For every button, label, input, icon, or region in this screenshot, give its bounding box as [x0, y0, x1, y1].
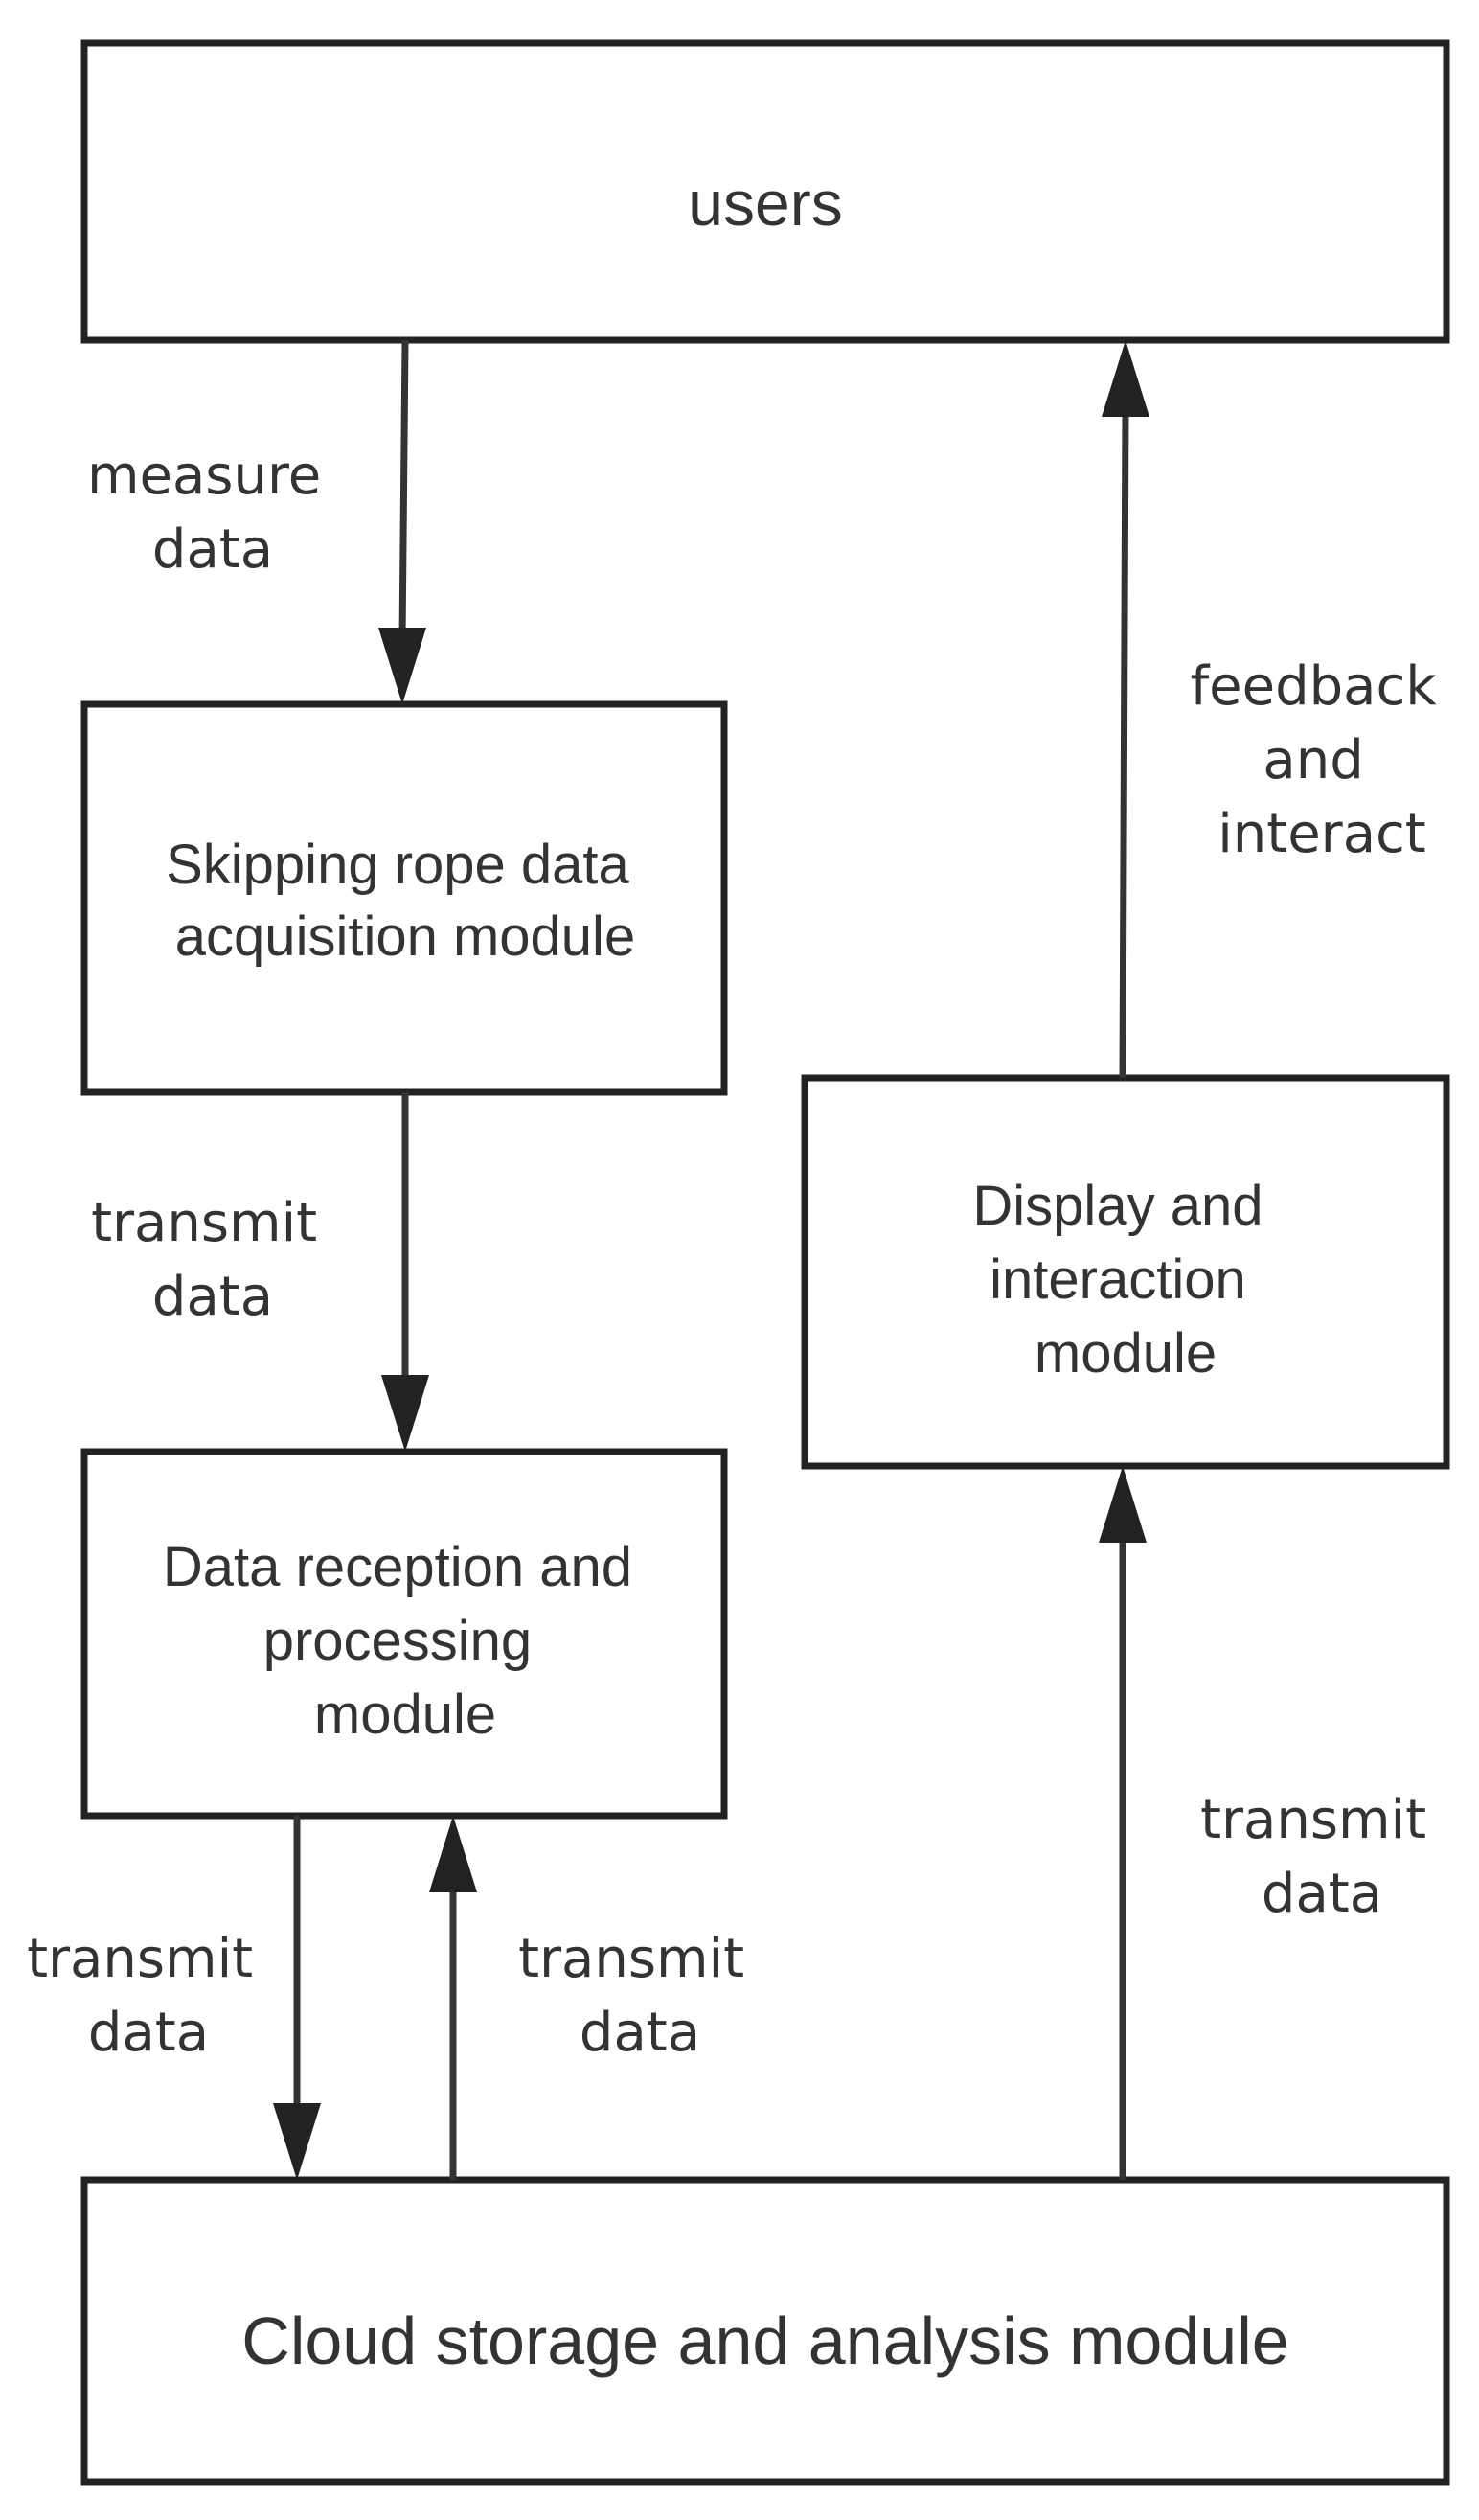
edge-cloud-to-display	[1099, 1466, 1147, 2180]
node-display: Display and interaction module	[801, 1074, 1450, 1470]
edge-acquisition-to-reception	[381, 1092, 429, 1452]
edge-cloud-to-reception	[429, 1816, 477, 2180]
edge-label-measure-data: measure data	[87, 445, 338, 581]
node-display-label: Display and interaction module	[972, 1175, 1278, 1385]
arrowhead-up-icon	[429, 1816, 477, 1892]
arrowhead-down-icon	[273, 2103, 321, 2180]
node-display-box	[801, 1074, 1450, 1470]
arrowhead-up-icon	[1102, 340, 1149, 417]
node-users-box	[80, 39, 1450, 344]
edge-label-transmit-data-1: transmit data	[91, 1192, 334, 1328]
node-acquisition-label: Skipping rope data acquisition module	[166, 834, 645, 968]
edge-users-to-acquisition	[378, 339, 426, 704]
edge-display-to-users	[1102, 340, 1149, 1079]
edge-label-transmit-data-4: transmit data	[1200, 1789, 1444, 1925]
node-users: users	[80, 39, 1450, 344]
node-cloud: Cloud storage and analysis module	[80, 2176, 1450, 2486]
node-reception-label: Data reception and processing module	[163, 1536, 648, 1746]
node-reception: Data reception and processing module	[80, 1448, 728, 1820]
node-acquisition: Skipping rope data acquisition module	[80, 700, 728, 1096]
node-users-label: users	[688, 168, 842, 239]
node-reception-box	[80, 1448, 728, 1820]
node-acquisition-box	[80, 700, 728, 1096]
arrowhead-up-icon	[1099, 1466, 1147, 1543]
edge-label-transmit-data-3: transmit data	[518, 1928, 762, 2064]
arrowhead-down-icon	[381, 1375, 429, 1452]
node-cloud-label: Cloud storage and analysis module	[241, 2303, 1288, 2378]
edge-label-feedback-and-interact: feedback and interact	[1190, 655, 1453, 865]
node-cloud-box	[80, 2176, 1450, 2486]
edge-label-transmit-data-2: transmit data	[27, 1928, 270, 2064]
edge-reception-to-cloud	[273, 1816, 321, 2180]
arrowhead-down-icon	[378, 628, 426, 704]
